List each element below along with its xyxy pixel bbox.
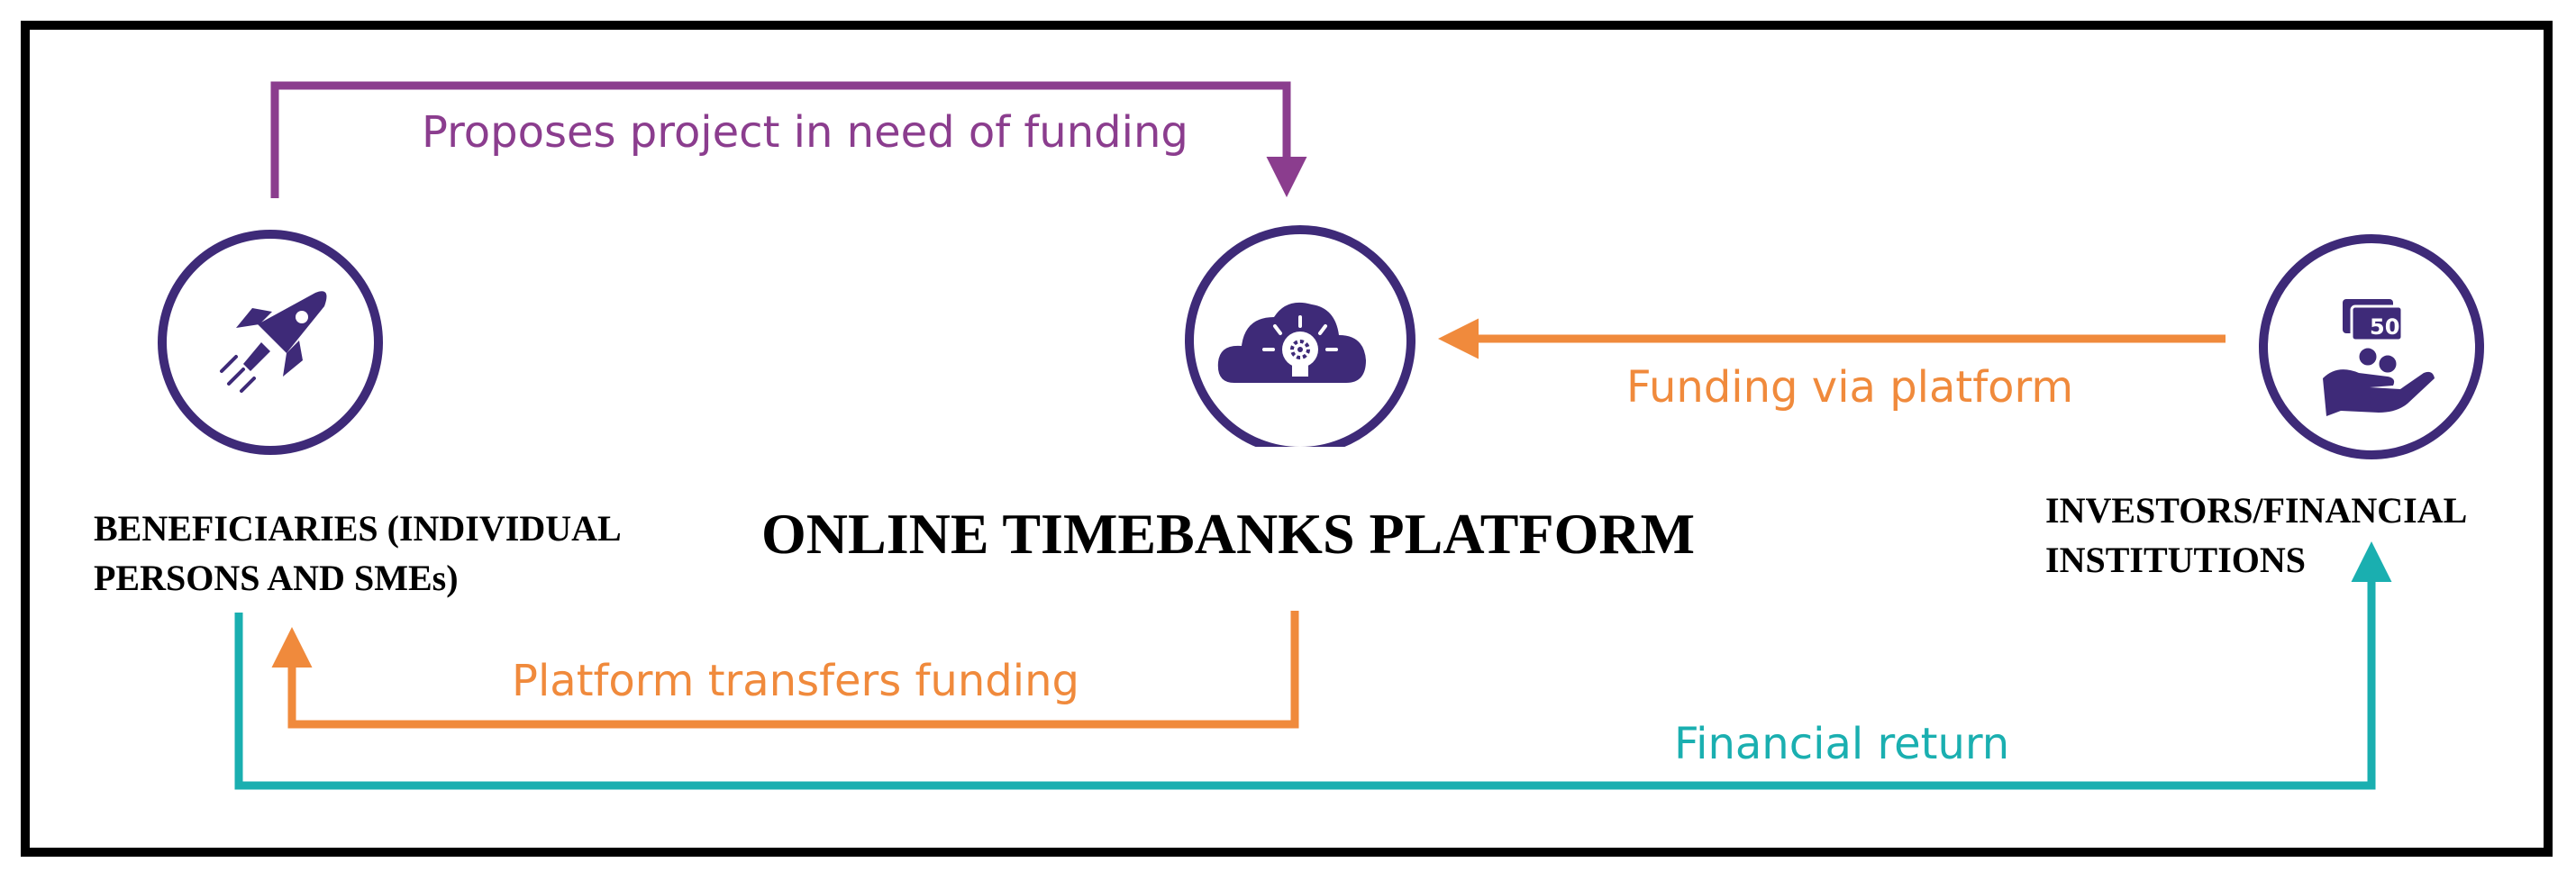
platform-transfers-arrow bbox=[271, 611, 1299, 729]
hand-money-icon: 50 bbox=[2323, 299, 2435, 416]
rocket-icon bbox=[220, 291, 327, 393]
beneficiaries-circle bbox=[158, 230, 383, 455]
proposes-project-label: Proposes project in need of funding bbox=[422, 107, 1188, 158]
investors-node: 50 INVESTORS/FINANCIAL INSTITUTIONS bbox=[2045, 234, 2484, 580]
investors-label-line2: INSTITUTIONS bbox=[2045, 540, 2306, 580]
investors-label-line1: INVESTORS/FINANCIAL bbox=[2045, 490, 2467, 531]
financial-return-label: Financial return bbox=[1674, 719, 2009, 769]
beneficiaries-node: BENEFICIARIES (INDIVIDUAL PERSONS AND SM… bbox=[94, 230, 622, 598]
funding-via-platform-label: Funding via platform bbox=[1626, 362, 2073, 413]
beneficiaries-label-line2: PERSONS AND SMEs) bbox=[94, 558, 459, 598]
proposes-project-arrow bbox=[270, 81, 1307, 198]
platform-node: ONLINE TIMEBANKS PLATFORM bbox=[761, 225, 1695, 566]
financial-return-arrow bbox=[234, 541, 2392, 790]
platform-label: ONLINE TIMEBANKS PLATFORM bbox=[761, 502, 1695, 566]
diagram-frame bbox=[21, 21, 2553, 857]
platform-transfers-label: Platform transfers funding bbox=[512, 656, 1079, 706]
beneficiaries-label-line1: BENEFICIARIES (INDIVIDUAL bbox=[94, 508, 622, 549]
banknote-value: 50 bbox=[2370, 314, 2399, 340]
cloud-lightbulb-gear-icon bbox=[1217, 302, 1366, 383]
